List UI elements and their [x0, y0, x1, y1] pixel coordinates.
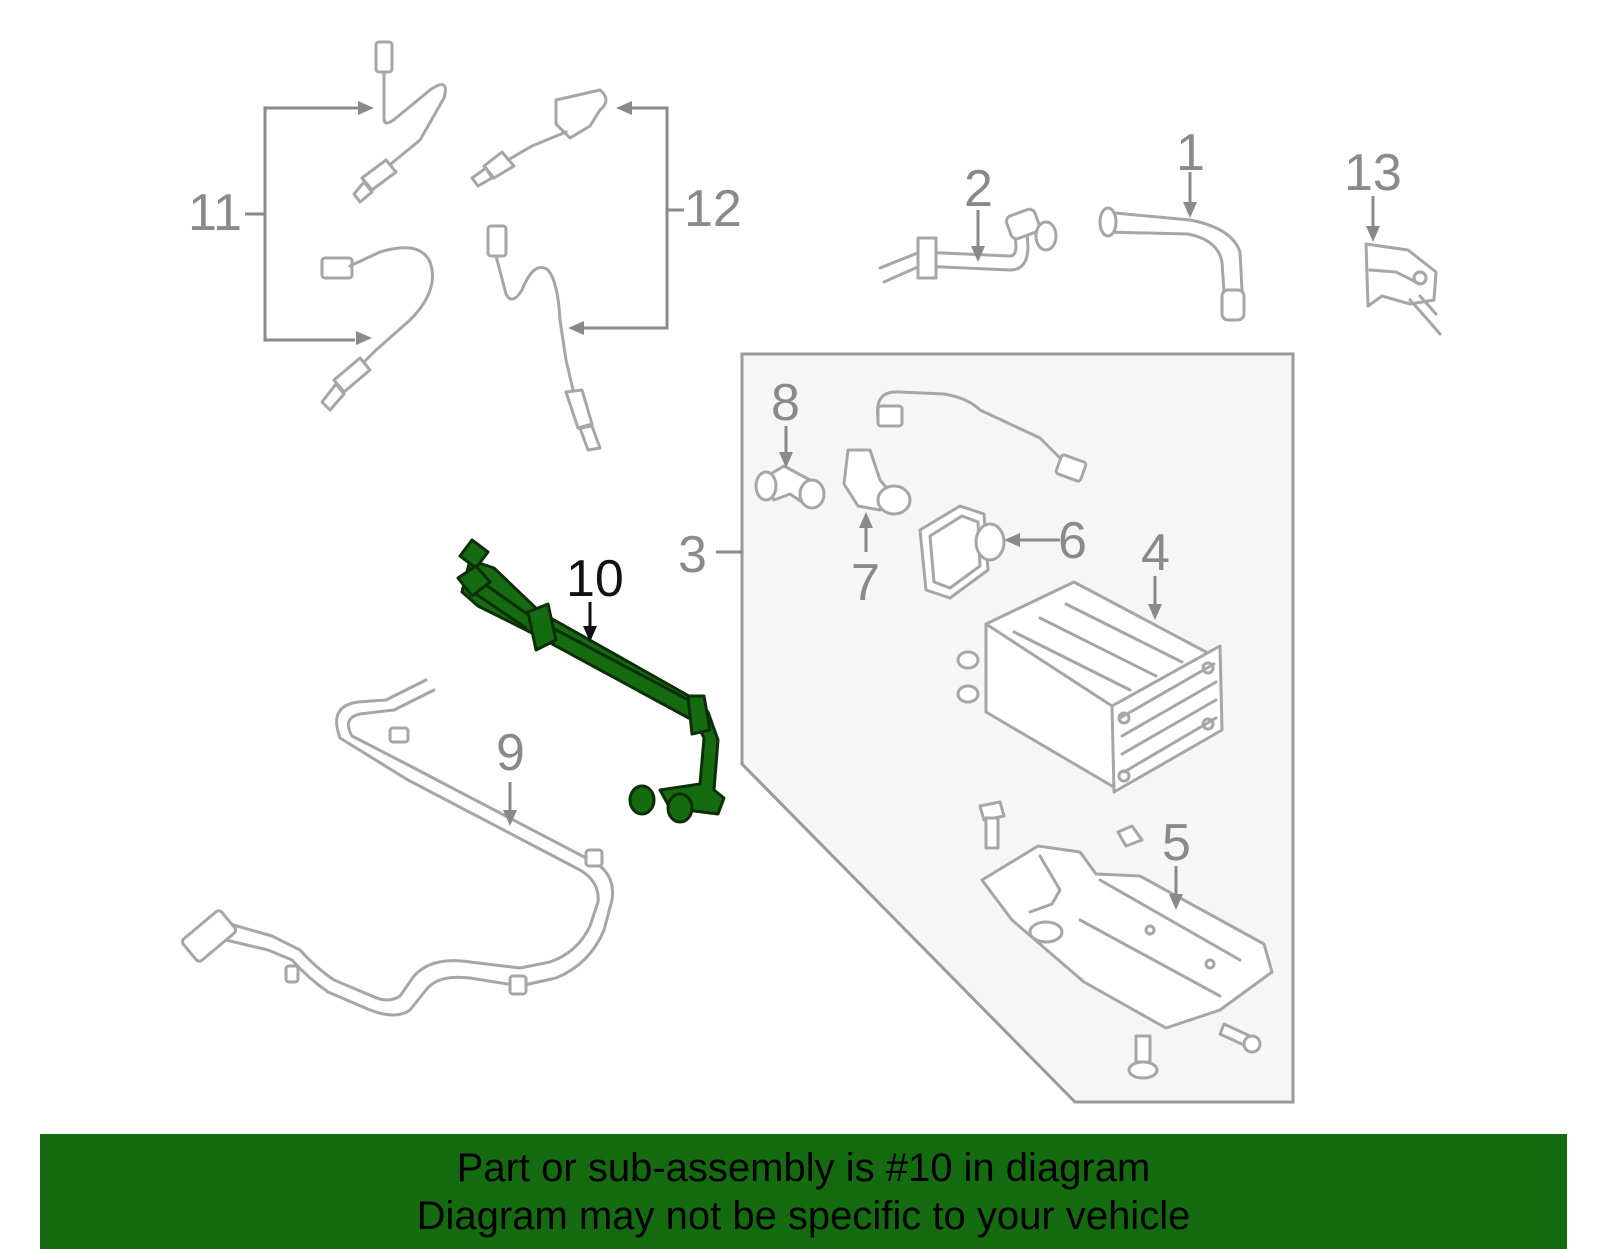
group-12-bracket: [580, 106, 669, 330]
callout-3: 3: [678, 526, 707, 584]
hose-icon: [878, 207, 1058, 284]
bolt-icon: [978, 800, 1006, 850]
bolt-icon: [1218, 1022, 1262, 1054]
callout-12: 12: [684, 180, 742, 238]
oxygen-sensor-icon: [486, 224, 602, 452]
arrowhead-11b: [356, 331, 372, 345]
callout-9: 9: [496, 724, 525, 782]
callout-11: 11: [188, 184, 242, 242]
callout-2: 2: [964, 160, 993, 218]
callout-7: 7: [851, 554, 880, 612]
oxygen-sensor-icon: [320, 246, 434, 412]
bolt-icon: [1116, 824, 1144, 848]
oxygen-sensor-icon: [470, 88, 608, 188]
bolt-icon: [1127, 1034, 1159, 1080]
oxygen-sensor-icon: [352, 40, 447, 204]
callout-1: 1: [1176, 124, 1205, 182]
callout-5: 5: [1162, 814, 1191, 872]
canister-icon: [956, 580, 1224, 794]
arrowhead-5: [1169, 894, 1183, 910]
banner-line-disclaimer: Diagram may not be specific to your vehi…: [416, 1193, 1191, 1238]
banner-line-part: Part or sub-assembly is #10 in diagram: [456, 1145, 1151, 1190]
bracket-icon: [1364, 242, 1442, 336]
arrowhead-9: [503, 810, 517, 826]
callout-6: 6: [1058, 512, 1087, 570]
arrowhead-13: [1366, 226, 1380, 242]
hose-icon: [1098, 206, 1246, 322]
shield-icon: [980, 844, 1274, 1030]
arrowhead-12b: [568, 321, 584, 335]
highlighted-hose-assembly-10[interactable]: [456, 538, 726, 824]
hose-icon: [180, 678, 615, 1017]
group-11-bracket: [263, 106, 360, 342]
callout-10: 10: [566, 550, 624, 608]
arrowhead-1: [1183, 202, 1197, 218]
arrowhead-7: [859, 512, 873, 528]
arrowhead-8: [779, 452, 793, 468]
hose-icon: [754, 464, 826, 510]
arrowhead-4: [1148, 604, 1162, 620]
callout-4: 4: [1141, 524, 1170, 582]
hose-icon: [842, 390, 1088, 516]
part-info-banner: Part or sub-assembly is #10 in diagram D…: [40, 1134, 1567, 1249]
callout-8: 8: [771, 374, 800, 432]
hose-icon: [918, 504, 1006, 600]
arrowhead-2: [971, 246, 985, 262]
arrowhead-12a: [616, 101, 632, 115]
arrowhead-6: [1004, 533, 1020, 547]
arrowhead-10: [583, 626, 597, 642]
arrowhead-11a: [358, 101, 374, 115]
callout-13: 13: [1344, 144, 1402, 202]
